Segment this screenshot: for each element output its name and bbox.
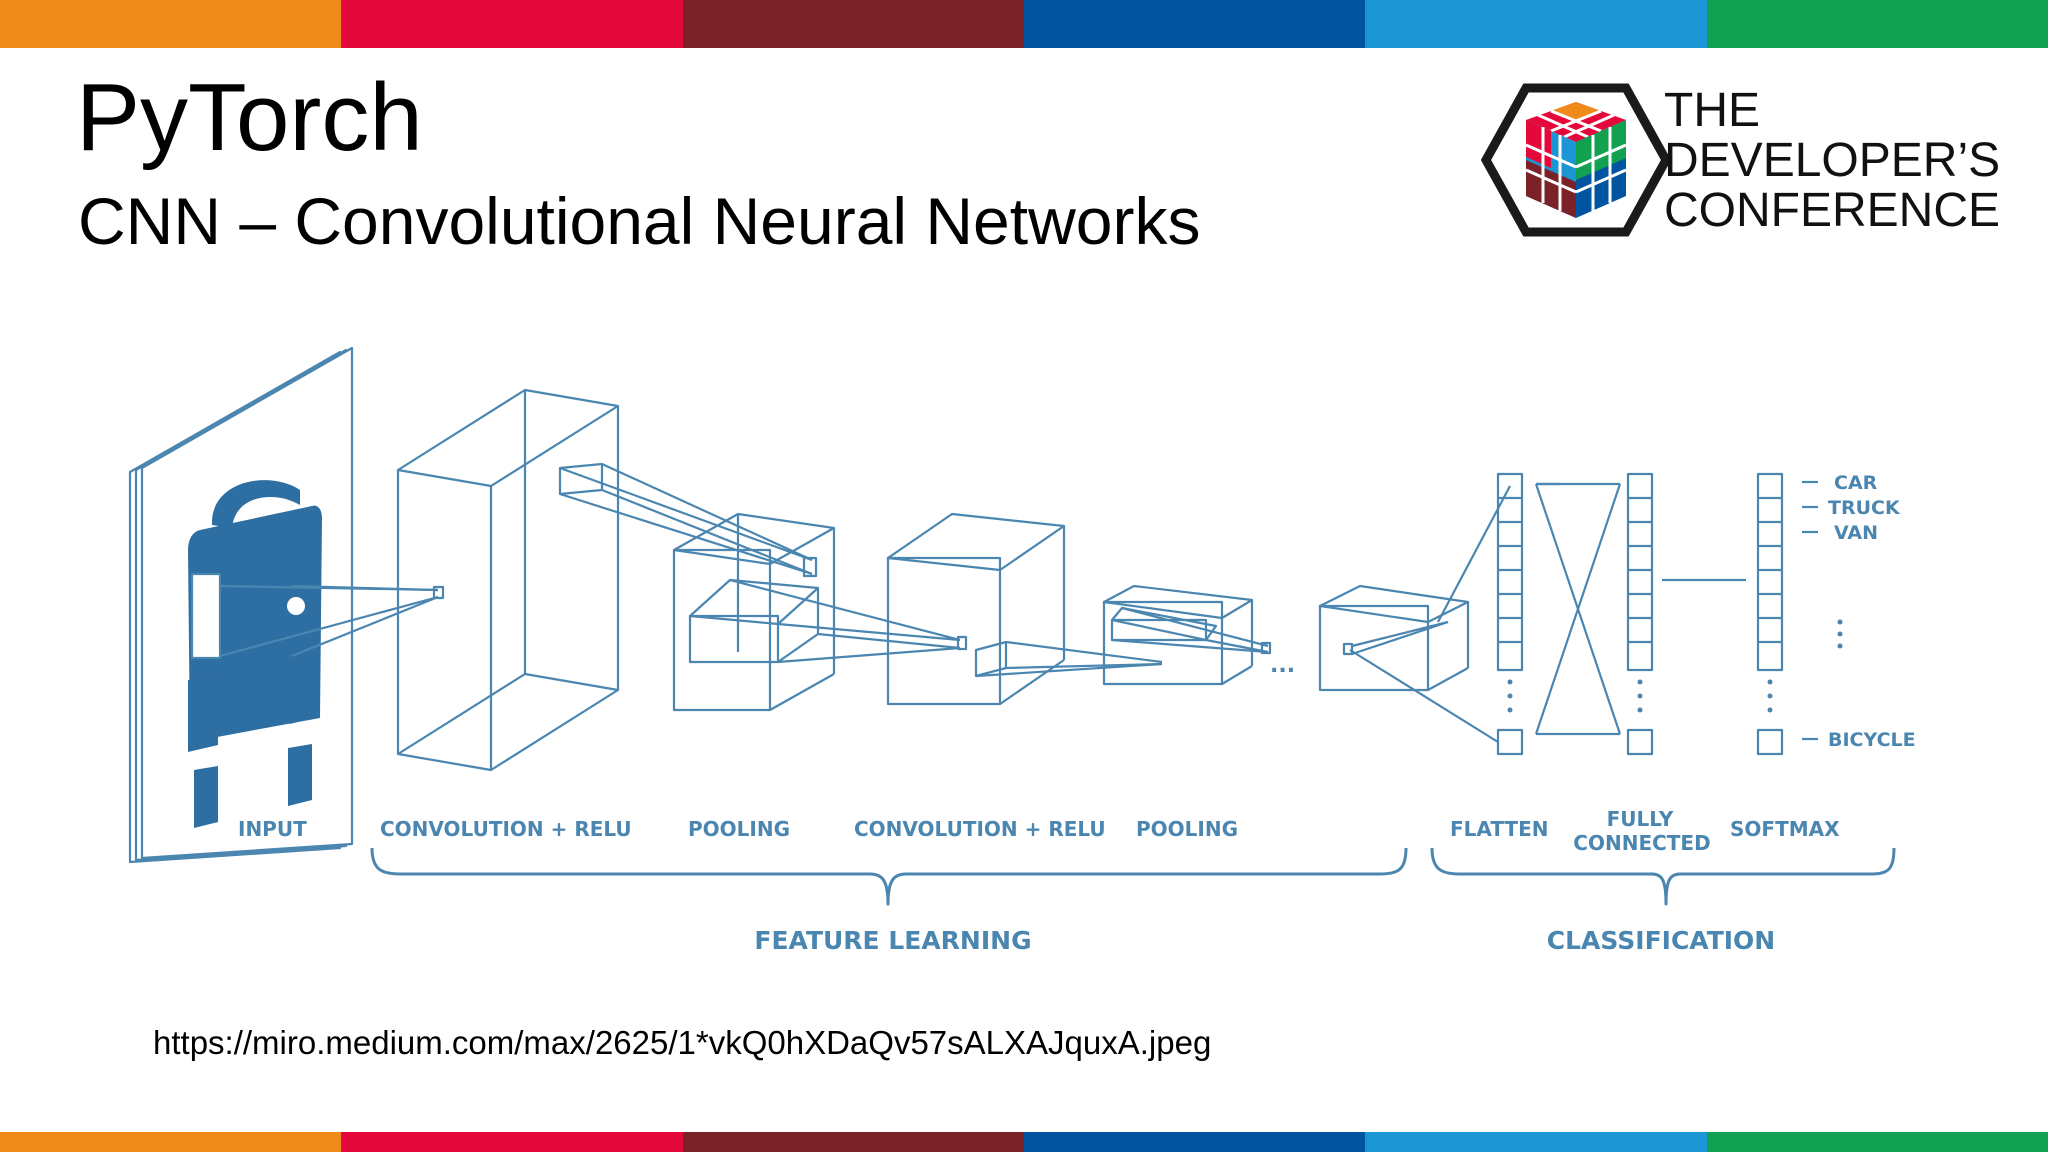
stripe-segment <box>1706 1132 2048 1152</box>
label-fully-connected-1: FULLY <box>1607 807 1674 831</box>
fully-connected-column <box>1626 472 1654 756</box>
stripe-segment <box>682 0 1024 48</box>
conv1-volume <box>396 388 620 772</box>
stripe-segment <box>341 1132 683 1152</box>
class-label: BICYCLE <box>1828 729 1916 751</box>
class-label: CAR <box>1834 472 1878 494</box>
classification-brace <box>1430 847 1896 906</box>
stripe-segment <box>1365 0 1707 48</box>
logo-line: DEVELOPER’S <box>1664 134 2001 187</box>
stripe-segment <box>1706 0 2048 48</box>
group-feature-learning: FEATURE LEARNING <box>754 926 1031 955</box>
label-conv2: CONVOLUTION + RELU <box>854 817 1106 841</box>
stripe-segment <box>1023 1132 1366 1152</box>
stripe-segment <box>1365 1132 1707 1152</box>
horizontal-ellipsis: ... <box>1270 653 1295 678</box>
label-pool1: POOLING <box>688 817 790 841</box>
cnn-diagram: ... INPUT CONVOLUTION + RELU POOLING CON… <box>128 346 1916 955</box>
top-color-stripe <box>0 0 2048 48</box>
label-fully-connected-2: CONNECTED <box>1573 831 1710 855</box>
softmax-column <box>1756 472 1784 756</box>
label-flatten: FLATTEN <box>1450 817 1548 841</box>
conference-name: THE DEVELOPER’S CONFERENCE <box>1664 86 2000 236</box>
pool1-volume <box>672 512 836 712</box>
car-icon <box>188 480 322 828</box>
input-image <box>128 346 354 864</box>
ellipsis-dots <box>1507 619 1843 713</box>
stripe-segment <box>341 0 683 48</box>
rubiks-cube-hexagon-icon <box>1480 83 1672 237</box>
conference-logo <box>1480 83 1672 237</box>
logo-line: CONFERENCE <box>1664 184 2001 237</box>
class-label: VAN <box>1834 522 1878 544</box>
source-url: https://miro.medium.com/max/2625/1*vkQ0h… <box>153 1024 1212 1061</box>
stripe-segment <box>0 1132 342 1152</box>
stripe-segment <box>0 0 342 48</box>
slide-title: PyTorch <box>76 64 423 171</box>
feature-learning-brace <box>370 847 1408 906</box>
class-label: TRUCK <box>1828 497 1901 519</box>
logo-line: THE <box>1664 84 1760 137</box>
final-feature-volume <box>1318 584 1470 692</box>
bottom-color-stripe <box>0 1132 2048 1152</box>
stripe-segment <box>1023 0 1366 48</box>
group-classification: CLASSIFICATION <box>1547 926 1775 955</box>
label-pool2: POOLING <box>1136 817 1238 841</box>
stripe-segment <box>682 1132 1024 1152</box>
label-softmax: SOFTMAX <box>1730 817 1840 841</box>
label-conv1: CONVOLUTION + RELU <box>380 817 632 841</box>
slide-subtitle: CNN – Convolutional Neural Networks <box>78 184 1201 258</box>
label-input: INPUT <box>238 817 307 841</box>
